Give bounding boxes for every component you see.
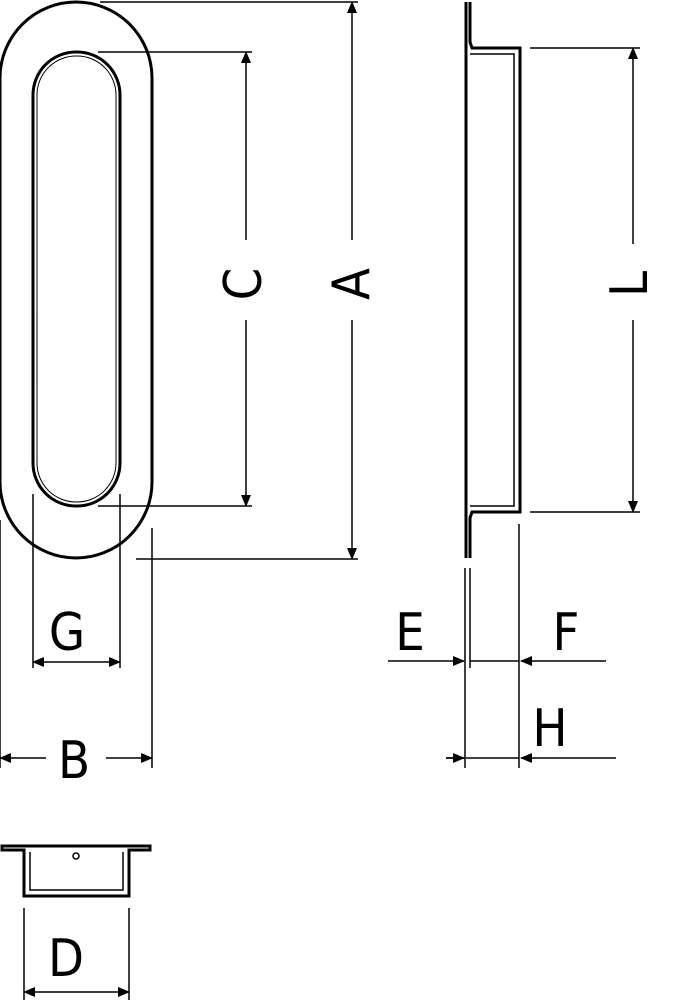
section-profile-inner-line — [29, 852, 124, 891]
inner-recess-outline — [31, 50, 122, 508]
label-h: H — [532, 699, 567, 759]
label-g: G — [49, 603, 85, 663]
side-profile-inner-line — [470, 53, 515, 507]
label-e: E — [395, 603, 425, 663]
label-l: L — [600, 271, 660, 297]
label-f: F — [553, 603, 580, 663]
side-profile-outline — [464, 2, 522, 558]
label-b: B — [58, 731, 90, 791]
side-view: L E F H — [388, 2, 660, 768]
label-c: C — [214, 268, 274, 301]
label-d: D — [48, 929, 84, 989]
inner-recess-inner-line — [36, 55, 117, 503]
front-view: C A G B — [0, 0, 382, 791]
section-view: D — [0, 844, 152, 1000]
section-hole-mark — [72, 852, 80, 860]
outer-flange-outline — [0, 0, 154, 560]
section-profile-outline — [0, 844, 152, 898]
label-a: A — [322, 268, 382, 300]
